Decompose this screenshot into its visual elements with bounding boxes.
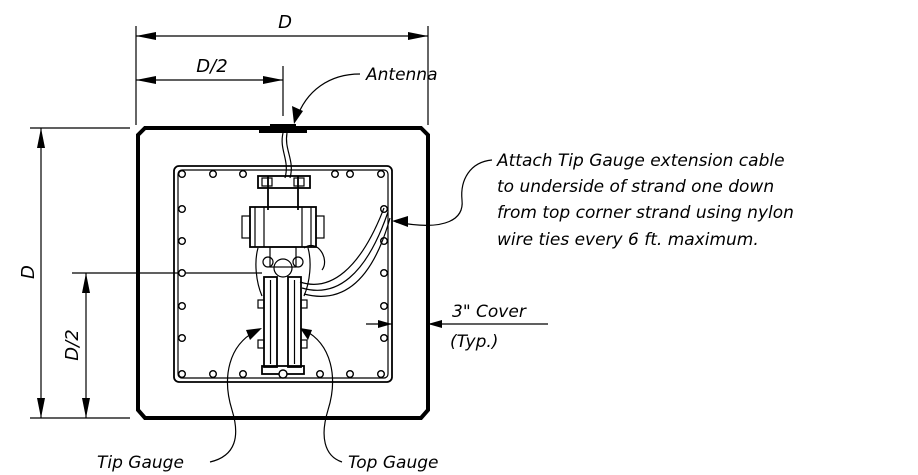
strand — [177, 334, 186, 343]
arrow-head — [82, 398, 90, 418]
cover-callout: 3" Cover (Typ.) — [366, 302, 548, 352]
gauge-top-bracket — [257, 175, 311, 189]
left-dimensions: D D/2 — [18, 127, 262, 419]
strand — [377, 370, 386, 379]
note-callout: Attach Tip Gauge extension cable to unde… — [392, 151, 794, 250]
note-line-3: from top corner strand using nylon — [497, 203, 794, 223]
antenna-cap — [270, 124, 296, 128]
gauge-clamp — [293, 177, 305, 187]
dimension-label-d-half-top: D/2 — [196, 56, 227, 77]
arrow-head — [378, 320, 392, 328]
strand — [380, 302, 389, 311]
arrow-head — [392, 216, 408, 227]
gauge-bottom-pin — [278, 369, 288, 379]
arrow-head — [37, 128, 45, 148]
arrow-head — [136, 76, 156, 84]
strand — [177, 204, 186, 213]
strand-cage-outer — [173, 165, 393, 383]
antenna-label: Antenna — [365, 65, 438, 85]
strand — [177, 302, 186, 311]
tip-gauge-label: Tip Gauge — [97, 453, 184, 473]
antenna — [259, 124, 307, 179]
strand — [177, 269, 186, 278]
extension-cable — [299, 207, 391, 297]
arrow-head — [82, 273, 90, 293]
cover-label: 3" Cover — [452, 302, 527, 322]
top-dimensions: D D/2 — [135, 12, 429, 125]
strand — [208, 169, 217, 178]
arrow-head — [37, 398, 45, 418]
strand — [331, 169, 340, 178]
arrow-head — [428, 320, 442, 328]
top-gauge-callout: Top Gauge — [300, 328, 439, 473]
dimension-label-d-top: D — [278, 12, 292, 33]
antenna-base — [259, 128, 307, 133]
top-gauge-leader — [303, 329, 343, 463]
antenna-cable — [285, 132, 292, 179]
extension-cable-strand — [301, 211, 389, 291]
note-leader — [395, 159, 493, 226]
strand — [380, 334, 389, 343]
arrow-head — [408, 32, 428, 40]
strands — [177, 169, 389, 379]
gauge-wire — [255, 247, 263, 297]
cover-typ-label: (Typ.) — [450, 332, 498, 352]
strand — [377, 169, 386, 178]
housing-ear — [315, 215, 325, 239]
strand — [346, 370, 355, 379]
tip-gauge-leader — [209, 329, 259, 463]
extension-cable-strand — [299, 207, 385, 285]
arrow-head — [292, 106, 303, 124]
strand — [208, 370, 217, 379]
dimension-label-d-half-left: D/2 — [62, 329, 83, 360]
gauge-connector — [269, 246, 297, 268]
antenna-callout: Antenna — [292, 65, 438, 124]
note-line-4: wire ties every 6 ft. maximum. — [497, 230, 759, 250]
strand — [177, 169, 186, 178]
note-line-1: Attach Tip Gauge extension cable — [496, 151, 785, 171]
antenna-cable — [281, 132, 287, 179]
strand — [238, 169, 247, 178]
arrow-head — [300, 328, 312, 340]
strand-cage-inner — [177, 169, 389, 379]
gauge-tab — [257, 299, 265, 309]
extension-cable-strand — [303, 217, 391, 297]
arrow-head — [136, 32, 156, 40]
top-gauge-label: Top Gauge — [348, 453, 439, 473]
gauge-clamp — [261, 177, 273, 187]
gauge-fitting — [292, 256, 304, 268]
antenna-leader — [295, 73, 361, 121]
strand — [177, 370, 186, 379]
strand — [177, 236, 186, 245]
strand — [346, 169, 355, 178]
gauge-wire — [303, 247, 311, 297]
pile-outline — [136, 126, 430, 420]
housing-ear — [241, 215, 251, 239]
top-gauge-body — [287, 276, 302, 368]
gauge-fitting — [262, 256, 274, 268]
note-line-2: to underside of strand one down — [497, 177, 774, 197]
gauge-sensor — [273, 258, 293, 278]
tip-gauge-body — [263, 276, 278, 368]
strand — [316, 370, 325, 379]
gauge-tab — [300, 299, 308, 309]
cable-loop — [303, 245, 326, 271]
gauge-tab — [257, 339, 265, 349]
strand — [380, 269, 389, 278]
arrow-head — [246, 328, 262, 340]
tip-gauge-callout: Tip Gauge — [97, 328, 262, 473]
gauge-assembly — [241, 175, 325, 379]
gauge-housing — [249, 206, 317, 248]
arrow-head — [263, 76, 283, 84]
gauge-tab — [300, 339, 308, 349]
strand — [238, 370, 247, 379]
dimension-label-d-left: D — [18, 265, 39, 279]
